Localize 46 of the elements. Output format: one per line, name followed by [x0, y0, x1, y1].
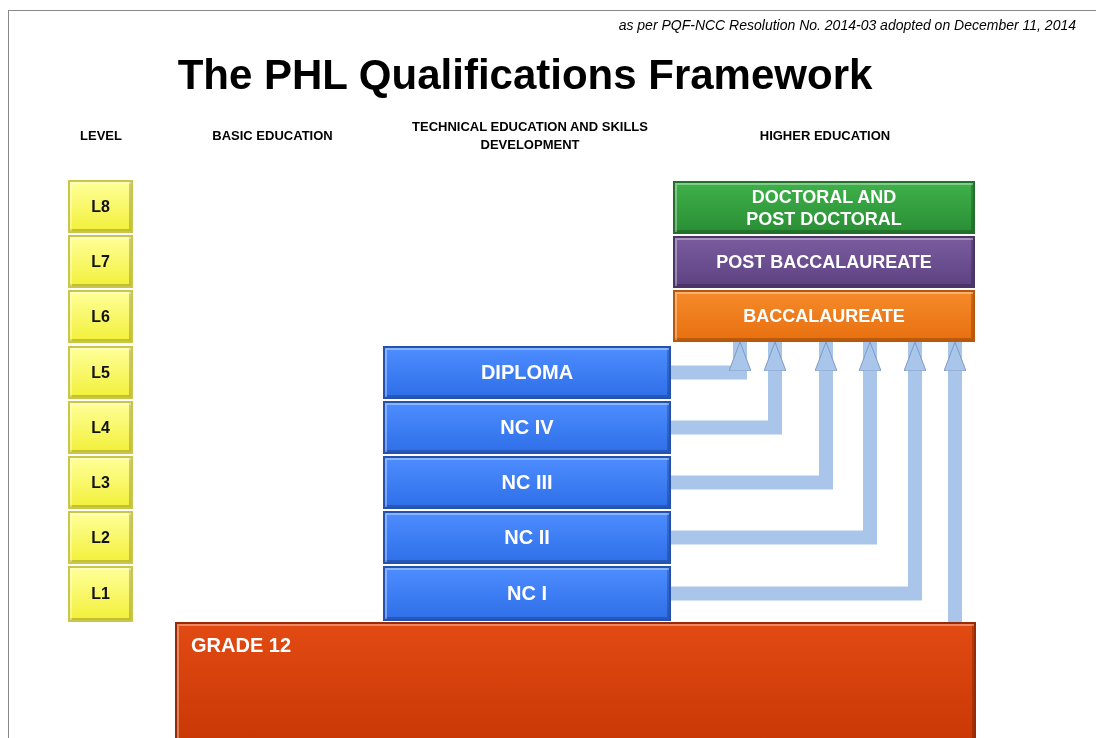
level-box: [68, 566, 133, 622]
arrow: [671, 341, 787, 435]
box-label: L3: [91, 473, 110, 492]
box-label: BACCALAUREATE: [743, 305, 905, 327]
box-label: NC IV: [500, 416, 554, 439]
qualification-box: [383, 511, 671, 564]
box-label: L8: [91, 197, 110, 216]
box-label: L4: [91, 418, 110, 437]
qualification-box: [383, 456, 671, 509]
box-label: NC I: [507, 582, 547, 605]
qualification-box: [383, 346, 671, 399]
level-box: [68, 401, 133, 454]
box-label: DIPLOMA: [480, 361, 574, 384]
arrow: [671, 341, 838, 490]
level-box: [68, 346, 133, 399]
arrow: [671, 341, 882, 545]
box-label: GRADE 12: [191, 634, 292, 657]
qualification-box: [673, 290, 975, 342]
column-heading: BASIC EDUCATION: [211, 127, 334, 145]
title: The PHL Qualifications Framework: [176, 50, 874, 100]
level-box: [68, 456, 133, 509]
box-label: L7: [91, 252, 110, 271]
level-box: [68, 180, 133, 233]
level-box: [68, 511, 133, 564]
level-box: [68, 235, 133, 288]
arrow: [671, 341, 752, 380]
box-label: L6: [91, 307, 110, 326]
qualification-box: [673, 181, 975, 234]
box-label: L5: [91, 363, 110, 382]
column-heading: TECHNICAL EDUCATION AND SKILLS DEVELOPMENT: [411, 118, 649, 154]
box-label: NC II: [504, 526, 550, 549]
grade-box: [175, 622, 976, 738]
box-label: L2: [91, 528, 110, 547]
box-label: POST BACCALAUREATE: [716, 251, 932, 273]
column-heading: LEVEL: [79, 127, 123, 145]
arrow: [671, 341, 927, 601]
box-label: NC III: [501, 471, 553, 494]
qualification-box: [383, 401, 671, 454]
qualification-box: [383, 566, 671, 621]
column-heading: HIGHER EDUCATION: [758, 127, 892, 145]
arrow: [943, 341, 967, 622]
note: as per PQF-NCC Resolution No. 2014-03 adopted on December 11, 2014: [617, 16, 1076, 34]
box-label: L1: [91, 585, 110, 603]
qualification-box: [673, 236, 975, 288]
level-box: [68, 290, 133, 343]
box-label: DOCTORAL AND POST DOCTORAL: [745, 185, 903, 230]
